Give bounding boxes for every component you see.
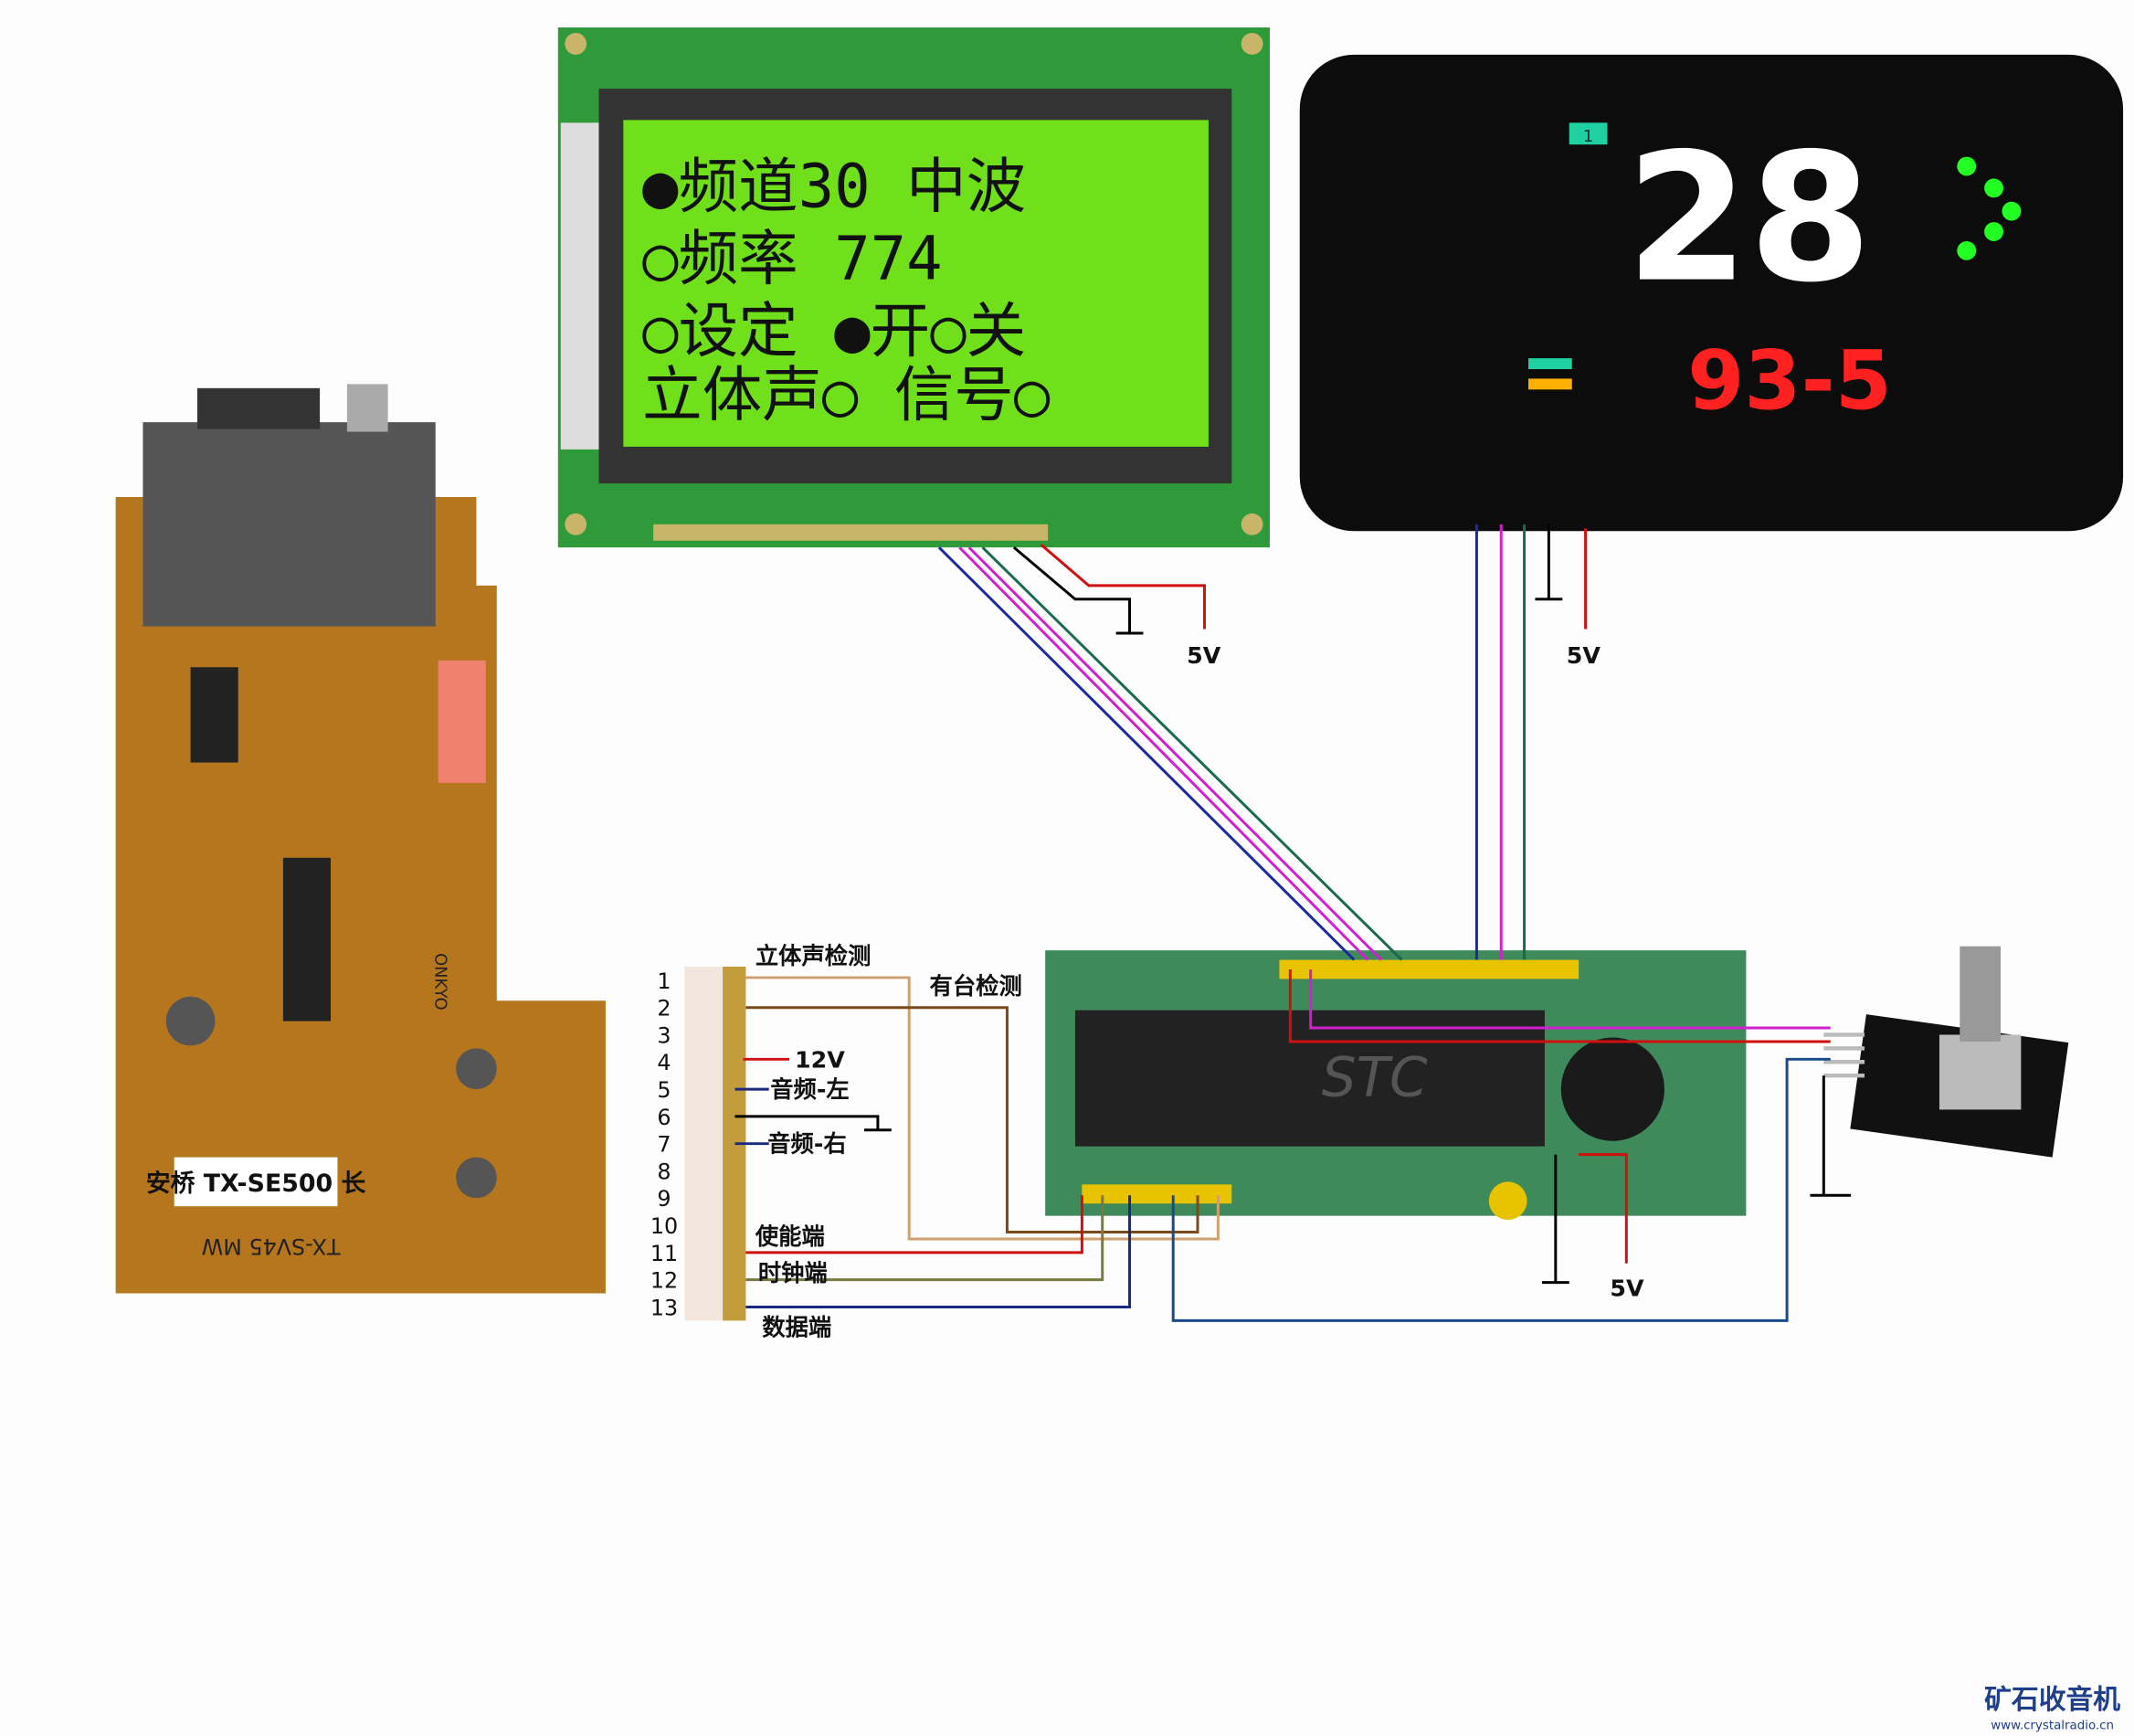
led-main-value: 28 [1626,115,1873,322]
led-display: 1 28 93-5 [1299,54,2124,532]
connector-strip [684,967,746,1321]
label-5v-mcu: 5V [1610,1275,1644,1302]
wires [734,524,1852,1322]
lcd-row: 立体声○ 信号○ [642,361,1051,430]
lcd-pin-header [653,524,1049,541]
label-clock: 时钟端 [758,1259,828,1286]
lcd-row: ○设定 ●开○关 [642,297,1026,366]
connector-pin-numbers: 1 2 3 4 5 6 7 8 9 10 11 12 13 [650,969,678,1321]
radio-board: 安桥 TX-SE500 长 ONKYO TX-SV45 MW [115,384,606,1294]
label-station-detect: 有台检测 [930,972,1022,1000]
radio-brand: ONKYO [431,953,450,1010]
watermark: 矿石收音机 www.crystalradio.cn [1984,1684,2120,1732]
pin-number: 1 [657,969,671,994]
led-sub-value: 93-5 [1687,333,1892,429]
mcu-board: STC [1045,950,1747,1221]
label-data: 数据端 [762,1314,831,1341]
pin-number: 5 [657,1077,671,1103]
pin-number: 11 [650,1241,678,1266]
watermark-url: www.crystalradio.cn [1991,1719,2114,1732]
mcu-chip-logo: STC [1322,1047,1428,1110]
pin-number: 4 [657,1050,671,1075]
radio-model-label: 安桥 TX-SE500 长 [146,1170,366,1198]
mcu-header-bottom [1082,1184,1232,1204]
pin-number: 6 [657,1105,671,1130]
label-12v: 12V [795,1045,845,1073]
pin-number: 3 [657,1022,671,1048]
label-audio-right: 音频-右 [767,1130,846,1158]
label-audio-left: 音频-左 [770,1075,849,1103]
label-5v-lcd: 5V [1187,641,1221,669]
pin-number: 8 [657,1159,671,1184]
label-enable: 使能端 [755,1223,825,1250]
pin-number: 13 [650,1295,678,1320]
lcd-row: ●频道30 中波 [642,153,1026,222]
pin-number: 2 [657,996,671,1021]
lcd-row: ○频率 774 [642,225,942,294]
led-indicator: 1 [1583,127,1593,146]
rotary-encoder [1823,946,2069,1158]
pin-number: 7 [657,1132,671,1158]
radio-handwriting: TX-SV45 MW [202,1233,342,1259]
label-stereo-detect: 立体声检测 [755,942,872,969]
pin-number: 12 [650,1268,678,1294]
watermark-name: 矿石收音机 [1984,1684,2120,1716]
pin-number: 9 [657,1186,671,1212]
lcd-module: ●频道30 中波 ○频率 774 ○设定 ●开○关 立体声○ 信号○ [557,27,1270,548]
label-5v-led: 5V [1567,641,1601,669]
mcu-header-top [1279,959,1579,979]
pin-number: 10 [650,1213,678,1239]
